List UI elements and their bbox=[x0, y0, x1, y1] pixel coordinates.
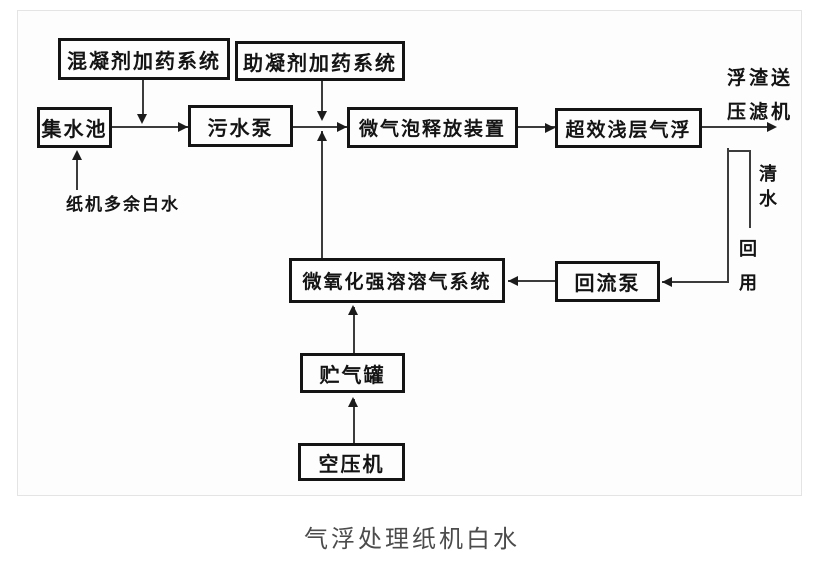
arrow-into-collection-tank-icon bbox=[72, 150, 82, 160]
connector-reflux-to-das bbox=[508, 280, 555, 282]
arrow-into-flotation-icon bbox=[545, 123, 555, 133]
label-reuse: 回用 bbox=[739, 239, 757, 293]
label-clear-water: 清水 bbox=[759, 164, 777, 209]
diagram-frame bbox=[17, 10, 802, 496]
arrow-coagulant-down-icon bbox=[137, 114, 147, 124]
arrow-into-reflux-pump-icon bbox=[662, 277, 672, 287]
box-micro-oxidation-dissolved-air-system: 微氧化强溶溶气系统 bbox=[289, 258, 505, 303]
connector-recycle-up bbox=[321, 131, 323, 258]
arrow-compressor-to-tank-icon bbox=[348, 397, 358, 407]
connector-to-reflux-pump bbox=[662, 281, 728, 283]
box-coagulant-dosing-system: 混凝剂加药系统 bbox=[58, 38, 230, 80]
connector-flotation-to-scum bbox=[702, 126, 772, 128]
box-coagulant-aid-dosing-system: 助凝剂加药系统 bbox=[235, 41, 405, 81]
connector-clearwater-down bbox=[749, 150, 751, 228]
arrow-into-das-icon bbox=[508, 276, 518, 286]
arrow-into-sewage-pump-icon bbox=[178, 122, 188, 132]
arrow-tank-to-das-icon bbox=[348, 305, 358, 315]
box-air-storage-tank: 贮气罐 bbox=[300, 353, 405, 393]
connector-flotation-down bbox=[727, 148, 729, 283]
box-sewage-pump: 污水泵 bbox=[188, 105, 293, 147]
connector-tank-to-pump bbox=[112, 126, 188, 128]
connector-pump-to-release bbox=[293, 126, 347, 128]
connector-tank-to-das bbox=[353, 307, 355, 353]
figure-caption: 气浮处理纸机白水 bbox=[304, 526, 520, 553]
arrow-scum-out-icon bbox=[767, 122, 777, 132]
box-collection-tank: 集水池 bbox=[37, 107, 112, 148]
connector-whitewater-up bbox=[76, 152, 78, 190]
connector-coagulant-down bbox=[142, 80, 144, 120]
label-scum-line2: 压滤机 bbox=[727, 102, 794, 123]
arrow-into-release-device-icon bbox=[337, 122, 347, 132]
arrow-recycle-up-icon bbox=[317, 131, 327, 141]
connector-compressor-to-tank bbox=[353, 399, 355, 443]
box-super-efficient-shallow-air-flotation: 超效浅层气浮 bbox=[555, 108, 702, 148]
label-scum-line1: 浮渣送 bbox=[727, 68, 794, 89]
box-air-compressor: 空压机 bbox=[298, 443, 405, 481]
arrow-aid-down-icon bbox=[317, 111, 327, 121]
label-whitewater-inflow: 纸机多余白水 bbox=[66, 195, 180, 214]
box-reflux-pump: 回流泵 bbox=[555, 261, 660, 302]
box-microbubble-release-device: 微气泡释放装置 bbox=[347, 107, 518, 148]
connector-release-to-flotation bbox=[518, 126, 555, 128]
connector-aid-down bbox=[321, 81, 323, 115]
connector-clearwater-jog bbox=[727, 150, 751, 152]
